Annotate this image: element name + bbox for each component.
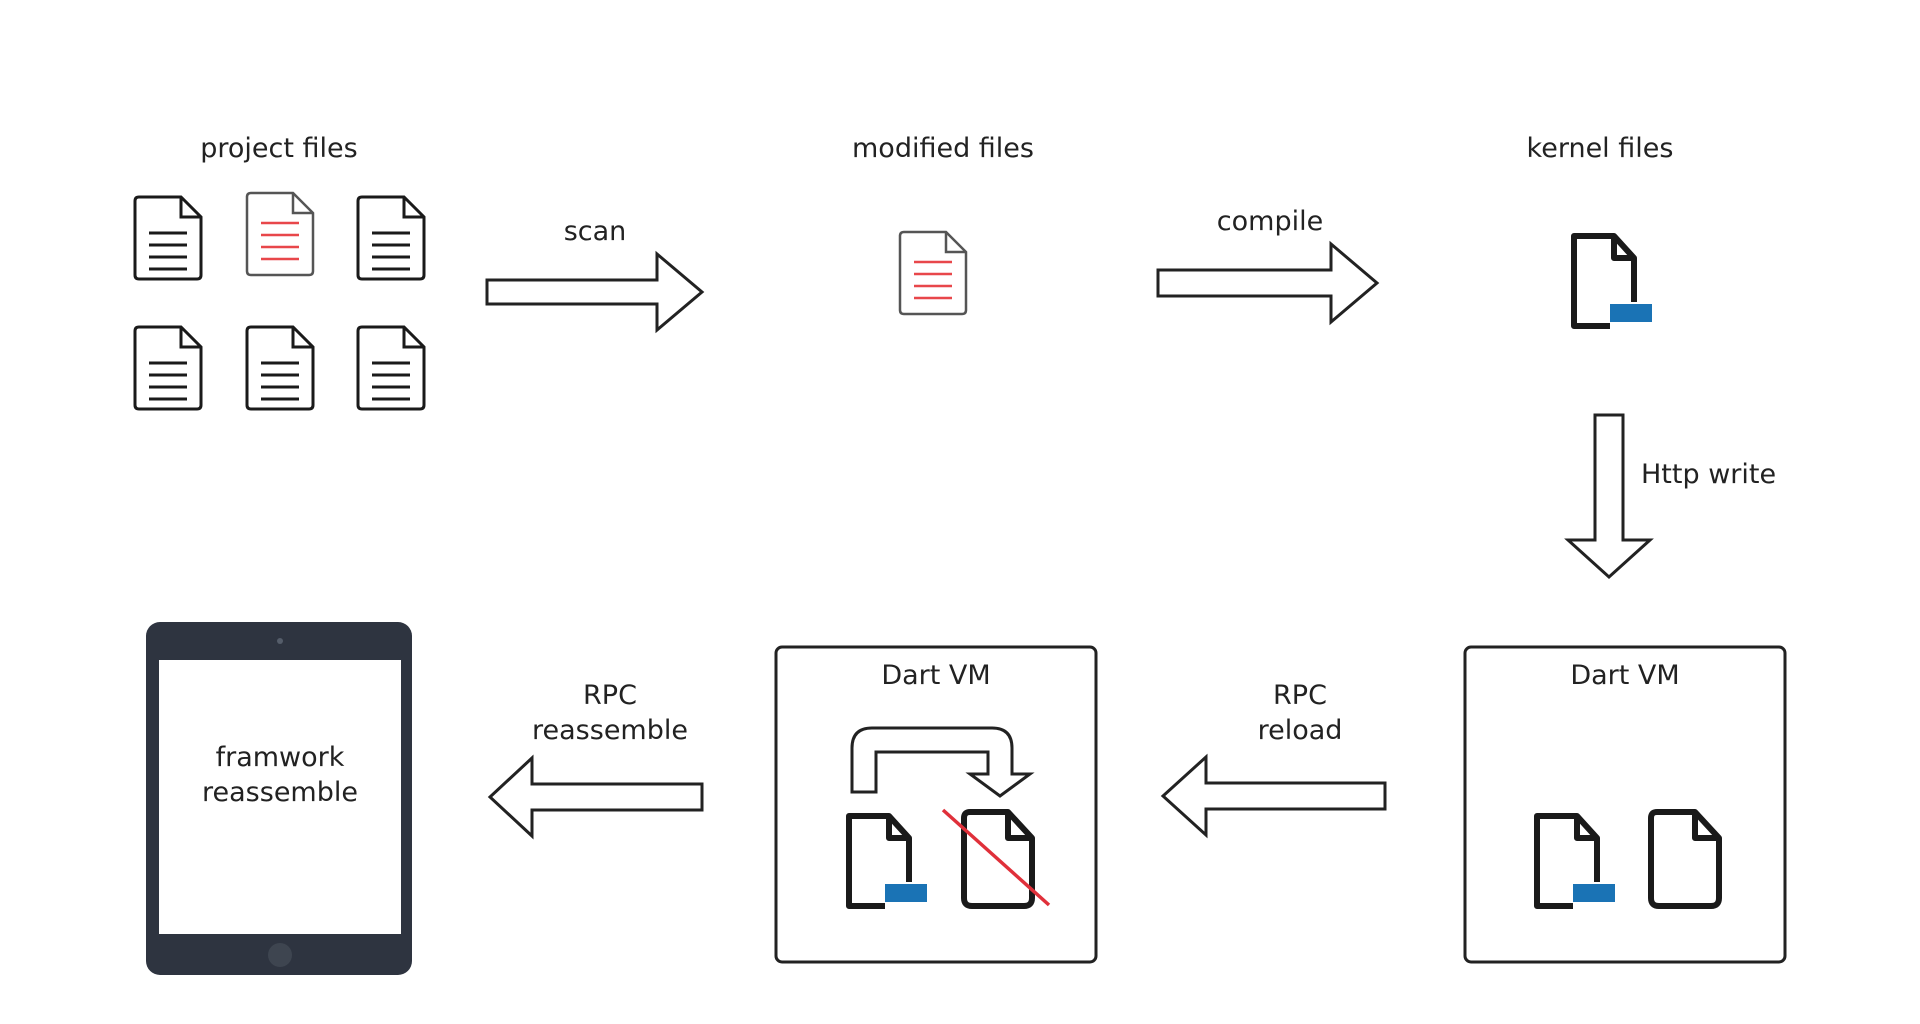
tablet-text-line2: reassemble [202,777,358,808]
compile-arrow [1156,240,1380,326]
document-icon [133,195,203,281]
rpc-reassemble-label-line1: RPC [583,680,637,711]
empty-file-icon [1651,812,1719,906]
http-write-label: Http write [1641,459,1777,490]
compile-label: compile [1216,206,1324,237]
tablet-text-line1: framwork [215,742,345,773]
modified-document-icon [245,191,315,277]
project-files-label: project files [200,133,358,164]
dart-vm-right-title: Dart VM [1570,660,1680,691]
kernel-file-icon [1574,236,1652,326]
swap-arrow-icon [850,726,1035,798]
rpc-reload-label-line1: RPC [1273,680,1327,711]
http-write-arrow [1564,413,1654,580]
rpc-reload-arrow [1160,753,1387,839]
dart-vm-left-box [774,645,1098,964]
document-icon [133,325,203,411]
dart-vm-right-box [1463,645,1787,964]
rpc-reassemble-label-line2: reassemble [532,715,688,746]
scan-label: scan [563,216,627,247]
scan-arrow [485,250,705,334]
modified-files-label: modified files [852,133,1034,164]
rpc-reload-label-line2: reload [1257,715,1343,746]
document-icon [245,325,315,411]
kernel-files-label: kernel files [1526,133,1674,164]
tablet-icon [146,622,412,975]
document-icon [356,325,426,411]
rpc-reassemble-arrow [487,754,704,840]
modified-document-icon [898,230,968,316]
dart-vm-left-title: Dart VM [881,660,991,691]
project-files-group [133,191,426,411]
strike-line [941,808,1051,907]
document-icon [356,195,426,281]
